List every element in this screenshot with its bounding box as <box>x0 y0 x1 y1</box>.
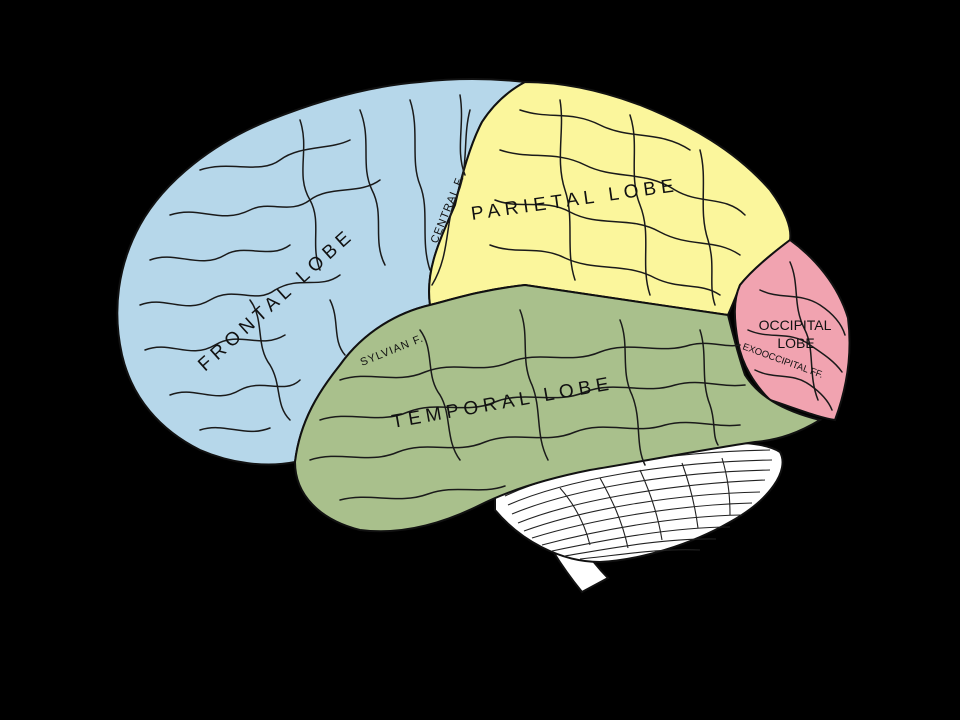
occipital-lobe <box>733 238 851 422</box>
gyri-lines <box>139 94 846 501</box>
cerebellum-folia <box>504 449 773 560</box>
parietal-temporal-boundary <box>524 284 729 316</box>
occipital-lobe-label-line2: LOBE <box>777 335 814 351</box>
occipital-lobe-label-line1: OCCIPITAL <box>759 317 832 333</box>
temporal-lobe <box>293 283 823 533</box>
